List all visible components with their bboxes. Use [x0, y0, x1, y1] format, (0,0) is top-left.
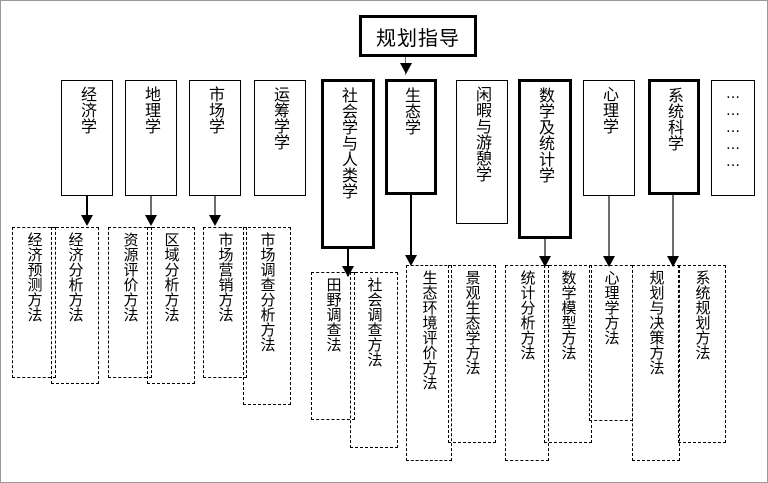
- title-box-label: 规划指导: [376, 25, 460, 50]
- method-label-social-survey: 社会调查方法: [365, 277, 384, 367]
- discipline-label-economics: 经济学: [78, 86, 97, 134]
- method-label-math-model: 数学模型方法: [559, 270, 578, 360]
- connector-systems-science: [672, 195, 674, 264]
- method-box-econ-forecast[interactable]: 经济预测方法: [12, 227, 56, 378]
- method-label-planning-decision: 规划与决策方法: [647, 270, 666, 375]
- method-box-eco-environment-eval[interactable]: 生态环境评价方法: [406, 265, 452, 461]
- arrow-title-to-ecology: [400, 63, 412, 74]
- arrow-sociology: [342, 266, 354, 277]
- discipline-box-ellipsis[interactable]: ……………: [711, 80, 755, 196]
- arrow-economics: [81, 215, 93, 226]
- discipline-box-economics[interactable]: 经济学: [61, 80, 113, 196]
- discipline-label-ellipsis: ……………: [725, 86, 741, 171]
- method-label-eco-environment-eval: 生态环境评价方法: [420, 270, 439, 390]
- method-box-psychology-method[interactable]: 心理学方法: [589, 265, 633, 421]
- method-label-econ-forecast: 经济预测方法: [25, 232, 44, 322]
- method-box-landscape-ecology[interactable]: 景观生态学方法: [448, 265, 496, 443]
- method-label-econ-analysis: 经济分析方法: [66, 232, 85, 322]
- connector-marketing: [214, 196, 216, 223]
- method-label-system-planning: 系统规划方法: [693, 270, 712, 360]
- discipline-label-geography: 地理学: [142, 86, 161, 134]
- discipline-label-marketing: 市场学: [206, 86, 225, 134]
- method-label-psychology-method: 心理学方法: [602, 270, 621, 345]
- connector-mathematics-statistics: [544, 239, 546, 265]
- arrow-geography: [145, 215, 157, 226]
- discipline-box-ecology[interactable]: 生态学: [385, 79, 437, 195]
- method-label-field-survey: 田野调查法: [324, 277, 343, 352]
- discipline-label-ecology: 生态学: [402, 87, 421, 135]
- method-label-market-survey: 市场调查分析方法: [258, 232, 277, 352]
- method-label-statistical-analysis: 统计分析方法: [518, 270, 537, 360]
- method-box-planning-decision[interactable]: 规划与决策方法: [632, 265, 680, 461]
- discipline-box-sociology-anthropology[interactable]: 社会学与人类学: [321, 79, 375, 249]
- connector-economics: [86, 196, 88, 223]
- discipline-label-systems-science: 系统科学: [665, 87, 684, 151]
- method-label-landscape-ecology: 景观生态学方法: [463, 270, 482, 375]
- discipline-label-sociology-anthropology: 社会学与人类学: [339, 87, 358, 199]
- method-box-math-model[interactable]: 数学模型方法: [544, 265, 592, 443]
- method-box-market-promotion[interactable]: 市场营销方法: [203, 227, 247, 378]
- discipline-box-leisure-recreation[interactable]: 闲暇与游憩学: [456, 80, 508, 224]
- discipline-box-mathematics-statistics[interactable]: 数学及统计学: [518, 79, 572, 239]
- connector-psychology: [608, 196, 610, 264]
- discipline-box-systems-science[interactable]: 系统科学: [648, 79, 700, 195]
- discipline-box-marketing[interactable]: 市场学: [189, 80, 241, 196]
- connector-geography: [150, 196, 152, 223]
- method-box-social-survey[interactable]: 社会调查方法: [350, 272, 398, 448]
- discipline-label-psychology: 心理学: [600, 86, 619, 134]
- method-box-market-survey[interactable]: 市场调查分析方法: [243, 227, 291, 405]
- method-box-system-planning[interactable]: 系统规划方法: [678, 265, 726, 443]
- method-box-region-analysis[interactable]: 区域分析方法: [147, 227, 195, 384]
- method-box-field-survey[interactable]: 田野调查法: [311, 272, 355, 420]
- method-box-econ-analysis[interactable]: 经济分析方法: [51, 227, 99, 384]
- discipline-box-psychology[interactable]: 心理学: [583, 80, 635, 196]
- arrow-mathematics-statistics: [539, 256, 551, 267]
- discipline-label-leisure-recreation: 闲暇与游憩学: [473, 86, 492, 182]
- discipline-label-mathematics-statistics: 数学及统计学: [536, 87, 555, 183]
- arrow-psychology: [603, 256, 615, 267]
- method-label-region-analysis: 区域分析方法: [162, 232, 181, 322]
- connector-sociology: [347, 249, 349, 276]
- discipline-box-geography[interactable]: 地理学: [125, 80, 177, 196]
- title-box-planning-guidance[interactable]: 规划指导: [359, 15, 477, 57]
- method-box-resource-eval[interactable]: 资源评价方法: [108, 227, 152, 378]
- connector-ecology: [410, 195, 412, 264]
- method-label-resource-eval: 资源评价方法: [121, 232, 140, 322]
- arrow-ecology: [405, 255, 417, 266]
- method-label-market-promotion: 市场营销方法: [216, 232, 235, 322]
- arrow-marketing: [209, 215, 221, 226]
- discipline-box-operations-research[interactable]: 运筹学学: [254, 80, 306, 196]
- discipline-label-operations-research: 运筹学学: [271, 86, 290, 150]
- arrow-systems-science: [667, 256, 679, 267]
- method-box-statistical-analysis[interactable]: 统计分析方法: [505, 265, 549, 461]
